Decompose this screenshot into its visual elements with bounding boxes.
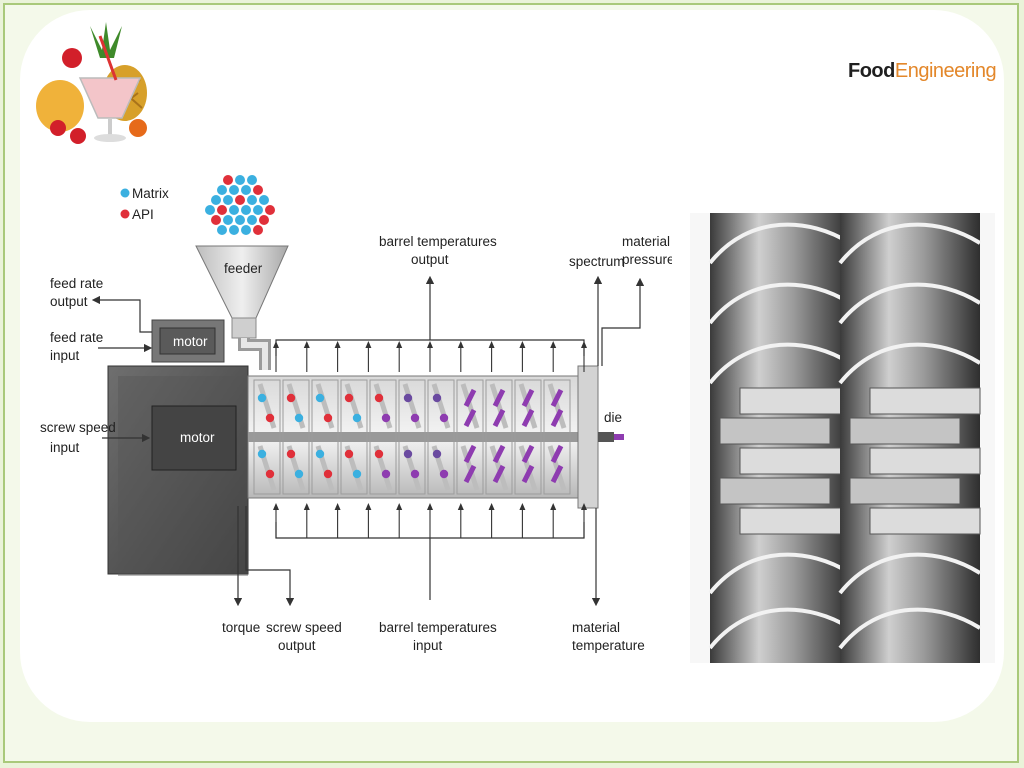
barrel-particles (257, 388, 564, 484)
brand-logo-part2: Engineering (894, 60, 997, 82)
large-motor-label: motor (180, 430, 215, 445)
screw-speed-output-label-2: output (278, 638, 316, 653)
feed-rate-output-label-1: feed rate (50, 276, 103, 291)
feed-rate-output-label-2: output (50, 294, 88, 309)
barrel-temp-input-label-2: input (413, 638, 443, 653)
torque-label: torque (222, 620, 260, 635)
material-pressure-label-2: pressure (622, 252, 672, 267)
pellet-pile (205, 175, 275, 235)
extruder-diagram: Matrix API feeder motor motor die (40, 175, 672, 653)
brand-logo-part1: Food (848, 60, 895, 82)
material-temperature-label-1: material (572, 620, 620, 635)
feed-rate-input-label-2: input (50, 348, 80, 363)
barrel-temp-input-label-1: barrel temperatures (379, 620, 497, 635)
twin-screw-elements-photo-icon (690, 213, 995, 663)
fruit-smoothie-clipart-icon (36, 22, 147, 144)
barrel-temp-output-label-2: output (411, 252, 449, 267)
material-temperature-label-2: temperature (572, 638, 645, 653)
legend-matrix: Matrix (132, 186, 169, 201)
brand-logo: FoodEngineering (848, 60, 997, 83)
die-label: die (604, 410, 622, 425)
screw-speed-input-label-1: screw speed (40, 420, 116, 435)
feed-rate-input-label-1: feed rate (50, 330, 103, 345)
spectrum-label: spectrum (569, 254, 625, 269)
small-motor-label: motor (173, 334, 208, 349)
legend-api: API (132, 207, 154, 222)
feeder-label: feeder (224, 261, 263, 276)
screw-speed-input-label-2: input (50, 440, 80, 455)
material-pressure-label-1: material (622, 234, 670, 249)
barrel-temp-output-label-1: barrel temperatures (379, 234, 497, 249)
screw-speed-output-label-1: screw speed (266, 620, 342, 635)
